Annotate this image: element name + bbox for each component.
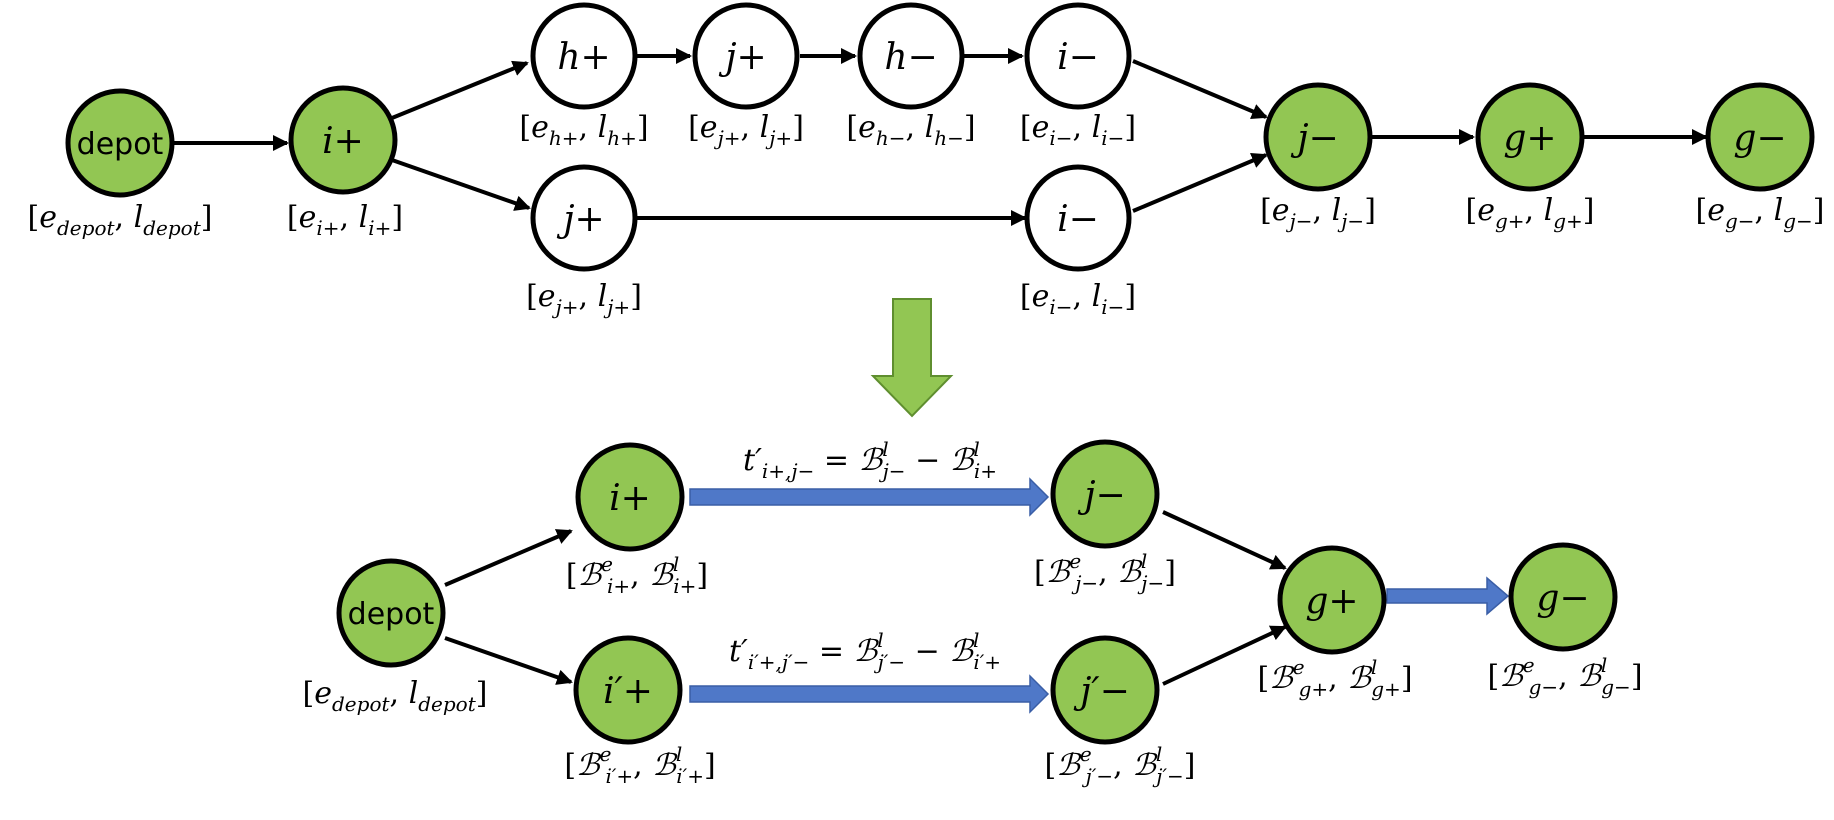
node-jplus-top: j+ (692, 2, 800, 110)
node-jplus-bottom: j+ (530, 164, 638, 272)
node-label: depot (77, 127, 164, 162)
node-label: j+ (718, 37, 766, 78)
window-iplus-top: [ei+, li+] (287, 200, 403, 240)
node-jminus-top: j− (1263, 82, 1373, 192)
window-gminus-top: [eg−, lg−] (1695, 193, 1824, 233)
window-iminus-bottom: [ei−, li−] (1020, 279, 1136, 319)
window-jplus-bottom: [ej+, lj+] (526, 279, 642, 319)
window-gplus-top: [eg+, lg+] (1465, 193, 1594, 233)
node-label: j+ (556, 199, 604, 240)
edge-iminus-top-jminus (1132, 59, 1268, 119)
node-hminus: h− (857, 2, 965, 110)
node-gplus-bottom: g+ (1277, 545, 1387, 655)
window-depot-top: [edepot, ldepot] (28, 200, 213, 240)
top-edges (172, 48, 1708, 226)
node-depot-bottom: depot (336, 558, 446, 668)
arrow-gplus-gminus (1386, 576, 1510, 616)
edge-iplus-hplus (391, 60, 529, 120)
node-jprimeminus-bottom: j′− (1050, 635, 1160, 745)
node-label: i′+ (603, 671, 653, 712)
window-depot-bottom: [edepot, ldepot] (303, 676, 488, 716)
transform-arrow (870, 298, 954, 418)
edge-jprimeminus-gplus-b (1162, 625, 1287, 686)
node-label: i− (1057, 199, 1099, 240)
node-iminus-top: i− (1024, 2, 1132, 110)
arrow-iprimeplus-jprimeminus (689, 674, 1050, 714)
node-label: j′− (1073, 671, 1130, 712)
node-gplus-top: g+ (1475, 82, 1585, 192)
node-label: g+ (1305, 581, 1358, 622)
node-gminus-bottom: g− (1508, 542, 1618, 652)
edge-depot-iplus-b (444, 529, 573, 587)
window-jplus-top: [ej+, lj+] (688, 110, 804, 150)
node-label: depot (348, 597, 435, 632)
node-label: h+ (557, 37, 610, 78)
node-label: g− (1733, 118, 1786, 159)
edge-depot-iprimeplus-b (444, 636, 573, 685)
window-iminus-top: [ei−, li−] (1020, 110, 1136, 150)
arrow-iplus-jminus (689, 477, 1050, 517)
bottom-edges (444, 510, 1287, 686)
node-hplus: h+ (530, 2, 638, 110)
edge-iminus-bottom-jminus (1132, 153, 1268, 213)
window-hplus: [eh+, lh+] (519, 110, 648, 150)
node-gminus-top: g− (1705, 82, 1815, 192)
edge-jminus-gplus-b (1162, 510, 1287, 570)
node-iplus-top: i+ (288, 85, 398, 195)
node-jminus-bottom: j− (1050, 439, 1160, 549)
node-label: j− (1290, 118, 1338, 159)
node-iplus-bottom: i+ (575, 442, 685, 552)
window-hminus: [eh−, lh−] (846, 110, 975, 150)
node-label: j− (1077, 475, 1125, 516)
node-label: h− (884, 37, 937, 78)
node-label: i+ (322, 121, 364, 162)
node-label: g− (1536, 578, 1589, 619)
node-depot-top: depot (65, 88, 175, 198)
window-jminus-top: [ej−, lj−] (1260, 193, 1376, 233)
edge-iplus-jplus-bottom (391, 158, 531, 211)
node-label: i+ (609, 478, 651, 519)
node-iminus-bottom: i− (1024, 164, 1132, 272)
node-label: i− (1057, 37, 1099, 78)
node-label: g+ (1503, 118, 1556, 159)
node-iprimeplus-bottom: i′+ (573, 635, 683, 745)
